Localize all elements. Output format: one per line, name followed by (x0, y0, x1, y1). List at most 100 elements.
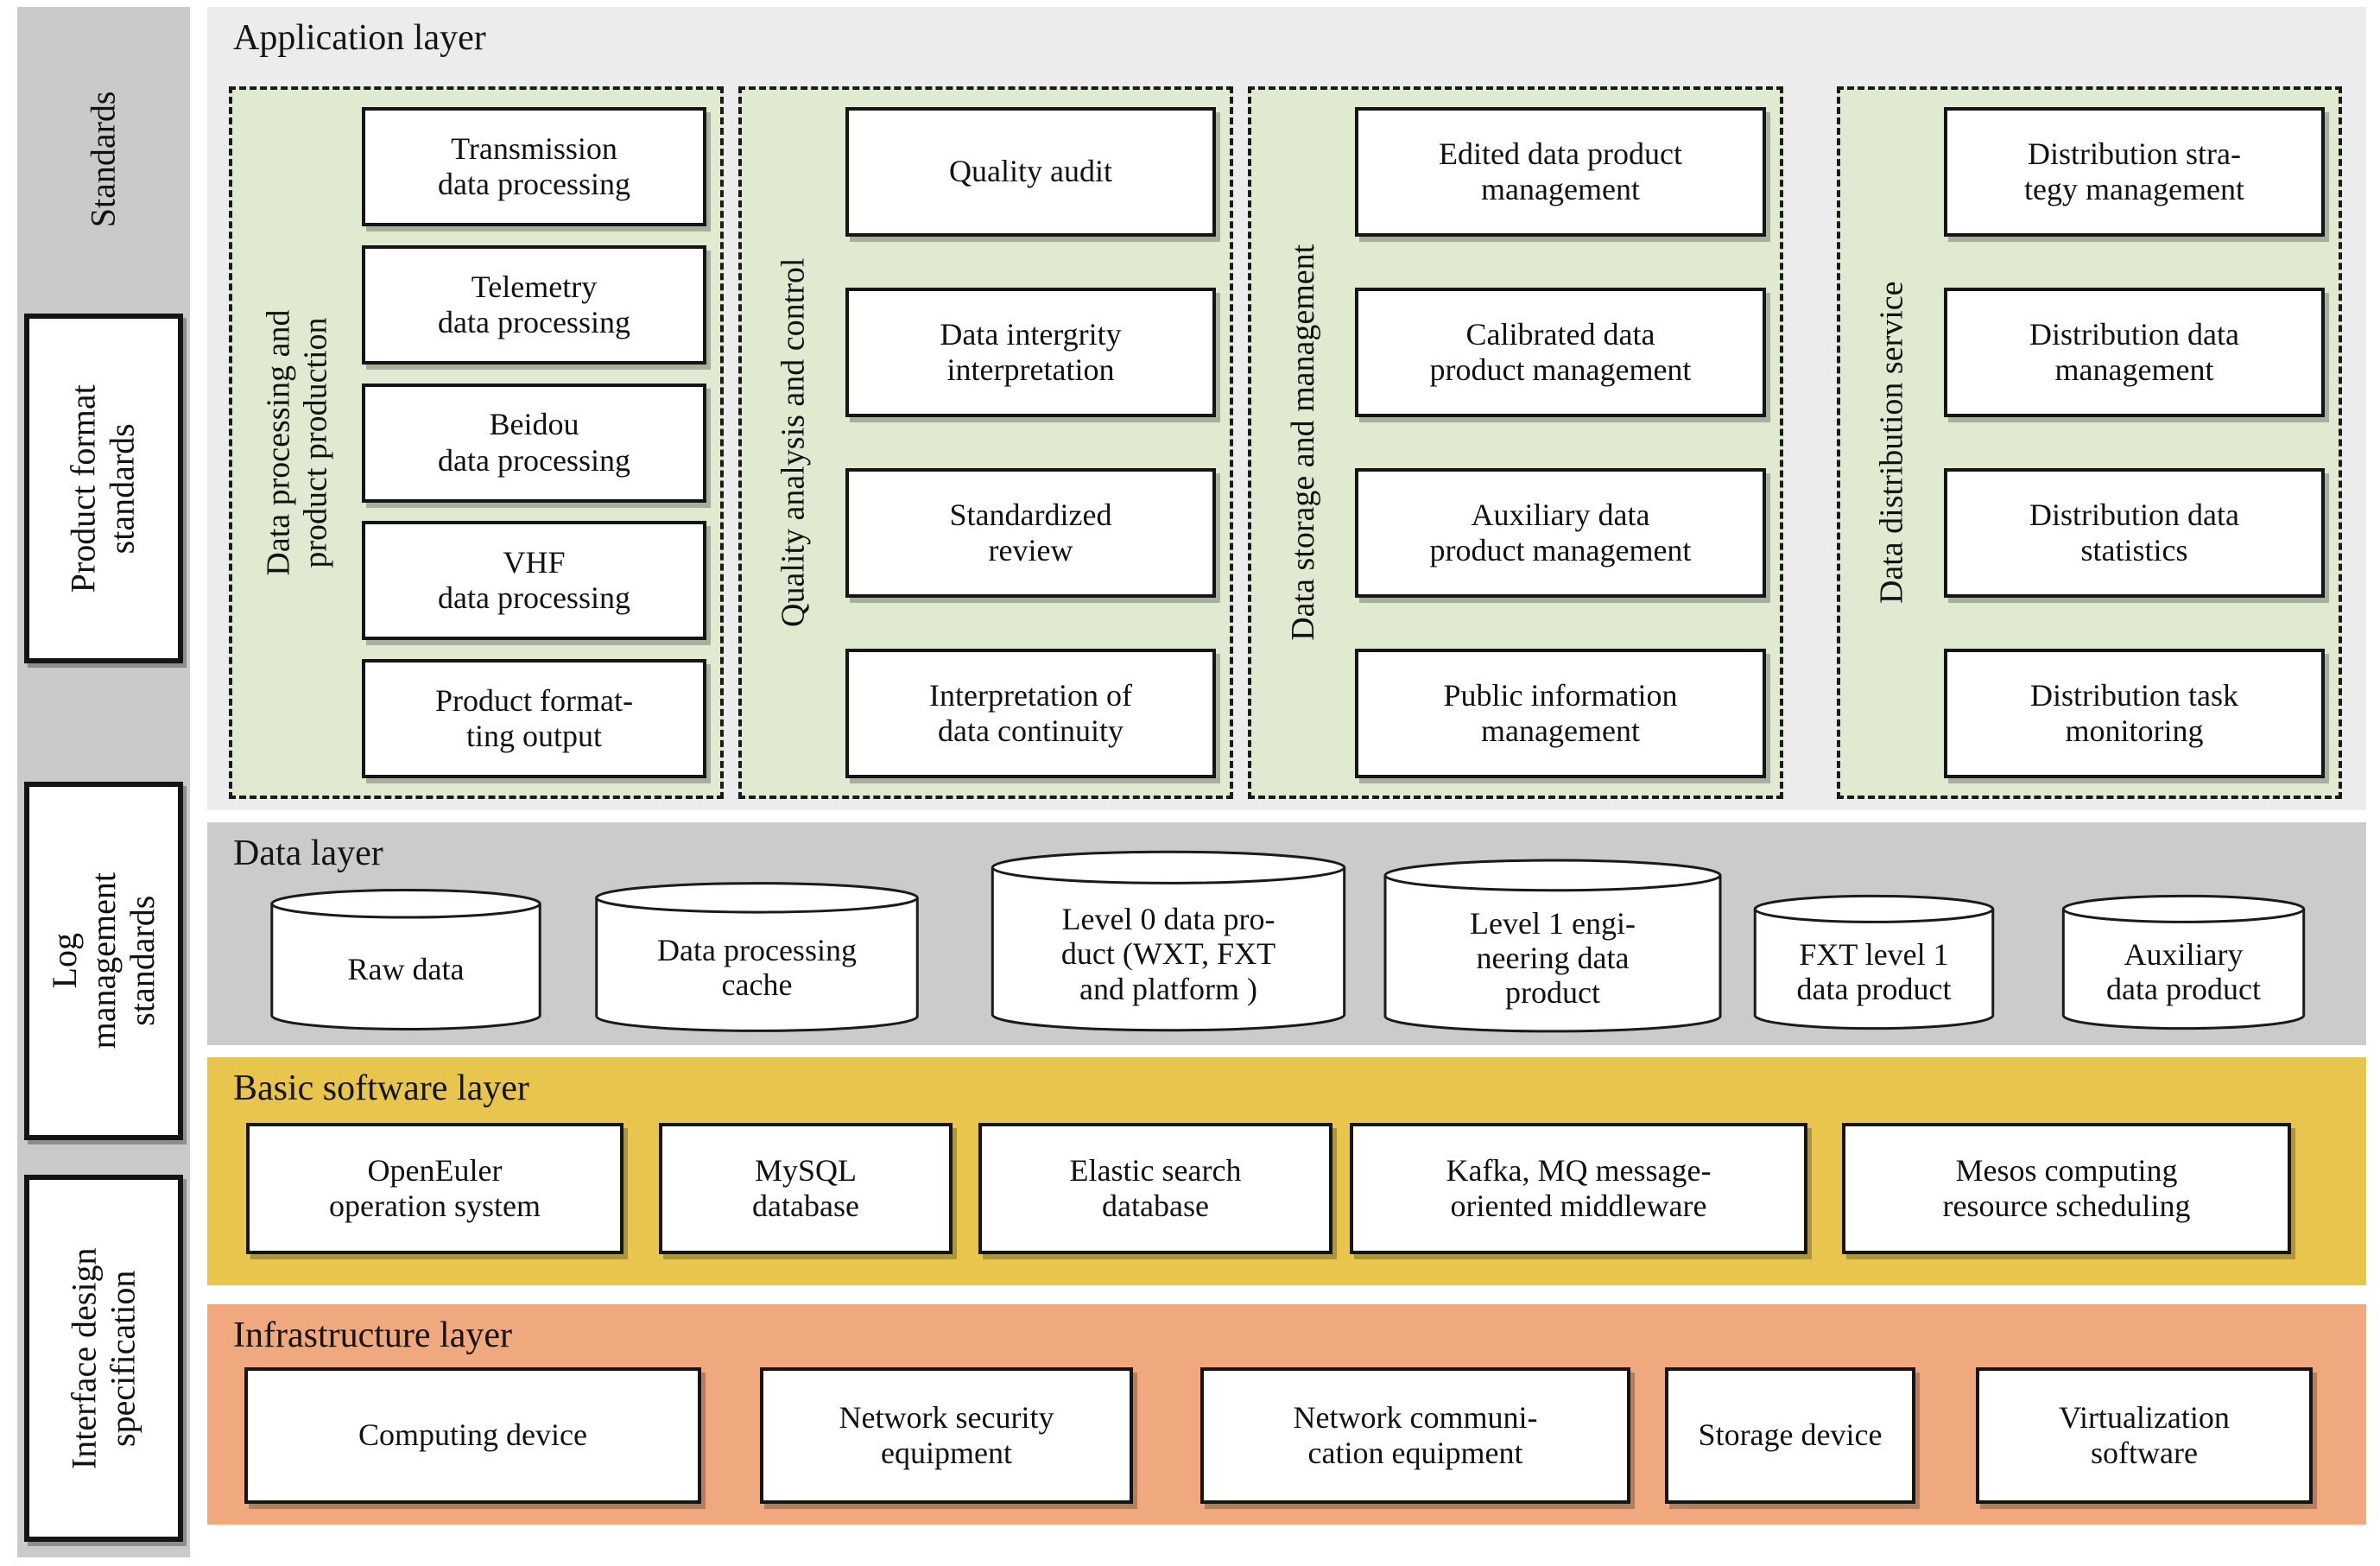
box-auxiliary-data-product-management: Auxiliary data product management (1355, 468, 1766, 598)
box-label: Interpretation of data continuity (929, 677, 1132, 748)
database-cylinder-icon (1380, 858, 1725, 1034)
group-label-area: Quality analysis and control (742, 90, 845, 796)
box-label: VHF data processing (438, 545, 630, 616)
application-layer: Application layer Data processing and pr… (207, 7, 2366, 810)
box-storage-device: Storage device (1665, 1367, 1915, 1504)
sidebar-box-log-management-standards: Log management standards (24, 782, 183, 1140)
box-label: Storage device (1698, 1417, 1883, 1453)
group-label: Data storage and management (1284, 244, 1321, 641)
box-kafka-mq-middleware: Kafka, MQ message- oriented middleware (1350, 1123, 1807, 1254)
box-mysql-database: MySQL database (659, 1123, 953, 1254)
cylinder-label: Level 0 data pro- duct (WXT, FXT and pla… (1060, 901, 1276, 1006)
box-label: Elastic search database (1069, 1152, 1242, 1223)
box-label: Auxiliary data product management (1429, 497, 1692, 567)
box-openeuler-operation-system: OpenEuler operation system (246, 1123, 623, 1254)
database-cylinder-icon (2060, 894, 2307, 1030)
cylinder-auxiliary-data-product: Auxiliary data product (2060, 894, 2307, 1030)
box-label: Calibrated data product management (1429, 316, 1692, 387)
group-data-storage-and-management: Data storage and management Edited data … (1248, 86, 1783, 799)
sidebar-box-interface-design-specification: Interface design specification (24, 1175, 183, 1542)
box-distribution-strategy-management: Distribution stra- tegy management (1944, 107, 2325, 237)
box-label: Data intergrity interpretation (940, 316, 1122, 387)
sidebar-title: Standards (83, 91, 123, 227)
data-layer-title: Data layer (233, 834, 383, 873)
box-computing-device: Computing device (244, 1367, 701, 1504)
box-label: MySQL database (752, 1152, 859, 1223)
box-label: Network communi- cation equipment (1293, 1399, 1538, 1470)
basic-software-layer: Basic software layer OpenEuler operation… (207, 1057, 2366, 1285)
box-calibrated-data-product-management: Calibrated data product management (1355, 288, 1766, 417)
group-quality-analysis-and-control: Quality analysis and control Quality aud… (738, 86, 1233, 799)
group-label-area: Data storage and management (1251, 90, 1355, 796)
group-data-distribution-service: Data distribution service Distribution s… (1837, 86, 2342, 799)
cylinder-level0-data-product: Level 0 data pro- duct (WXT, FXT and pla… (987, 849, 1350, 1033)
box-label: Edited data product management (1439, 136, 1682, 206)
group-label: Quality analysis and control (775, 257, 812, 628)
group-label: Data processing and product production (260, 309, 333, 576)
box-label: OpenEuler operation system (329, 1152, 541, 1223)
box-distribution-data-statistics: Distribution data statistics (1944, 468, 2325, 598)
database-cylinder-icon (987, 849, 1350, 1033)
box-quality-audit: Quality audit (845, 107, 1216, 237)
box-label: Computing device (358, 1417, 587, 1453)
box-label: Distribution task monitoring (2030, 677, 2238, 748)
standards-sidebar: Standards Product format standards Log m… (17, 7, 190, 1557)
box-network-security-equipment: Network security equipment (760, 1367, 1133, 1504)
group-label-area: Data distribution service (1840, 90, 1944, 796)
cylinder-label: Data processing cache (657, 933, 857, 1003)
box-label: Product format- ting output (435, 682, 633, 753)
box-label: Network security equipment (839, 1399, 1054, 1470)
box-label: Virtualization software (2059, 1399, 2230, 1470)
box-edited-data-product-management: Edited data product management (1355, 107, 1766, 237)
database-cylinder-icon (592, 881, 922, 1033)
box-network-communication-equipment: Network communi- cation equipment (1200, 1367, 1630, 1504)
sidebar-box-product-format-standards: Product format standards (24, 314, 183, 663)
box-vhf-data-processing: VHF data processing (362, 521, 706, 641)
cylinder-raw-data: Raw data (268, 888, 544, 1031)
sidebar-title-area: Standards (17, 7, 190, 311)
box-label: Beidou data processing (438, 407, 630, 478)
box-distribution-data-management: Distribution data management (1944, 288, 2325, 417)
box-virtualization-software: Virtualization software (1976, 1367, 2313, 1504)
sidebar-box-label: Interface design specification (64, 1247, 142, 1469)
box-product-formatting-output: Product format- ting output (362, 659, 706, 778)
database-cylinder-icon (268, 888, 544, 1031)
box-label: Standardized review (949, 497, 1112, 567)
infrastructure-layer-title: Infrastructure layer (233, 1316, 512, 1355)
box-label: Public information management (1443, 677, 1678, 748)
infrastructure-layer: Infrastructure layer Computing device Ne… (207, 1304, 2366, 1525)
box-label: Distribution data statistics (2029, 497, 2239, 567)
database-cylinder-icon (1751, 894, 1997, 1030)
group-label-area: Data processing and product production (232, 90, 362, 796)
group-box-column: Distribution stra- tegy management Distr… (1944, 107, 2325, 778)
box-telemetry-data-processing: Telemetry data processing (362, 244, 706, 365)
box-data-integrity-interpretation: Data intergrity interpretation (845, 288, 1216, 417)
sidebar-box-label: Log management standards (44, 872, 161, 1049)
cylinder-data-processing-cache: Data processing cache (592, 881, 922, 1033)
box-label: Distribution stra- tegy management (2024, 136, 2244, 206)
cylinder-level1-engineering-data-product: Level 1 engi- neering data product (1380, 858, 1725, 1034)
box-standardized-review: Standardized review (845, 468, 1216, 598)
cylinder-fxt-level1-data-product: FXT level 1 data product (1751, 894, 1997, 1030)
group-data-processing-and-product-production: Data processing and product production T… (229, 86, 724, 799)
box-public-information-management: Public information management (1355, 649, 1766, 778)
basic-software-layer-title: Basic software layer (233, 1068, 529, 1108)
box-label: Distribution data management (2029, 316, 2239, 387)
box-interpretation-of-data-continuity: Interpretation of data continuity (845, 649, 1216, 778)
group-box-column: Transmission data processing Telemetry d… (362, 107, 706, 778)
box-label: Quality audit (949, 154, 1112, 189)
box-elastic-search-database: Elastic search database (978, 1123, 1332, 1254)
group-box-column: Quality audit Data intergrity interpreta… (845, 107, 1216, 778)
group-box-column: Edited data product management Calibrate… (1355, 107, 1766, 778)
box-transmission-data-processing: Transmission data processing (362, 107, 706, 226)
cylinder-label: Auxiliary data product (2106, 936, 2261, 1007)
box-label: Telemetry data processing (438, 269, 630, 339)
box-label: Transmission data processing (438, 130, 630, 201)
group-label: Data distribution service (1873, 281, 1910, 605)
cylinder-label: Raw data (347, 952, 465, 987)
box-label: Kafka, MQ message- oriented middleware (1446, 1152, 1712, 1223)
application-layer-title: Application layer (233, 18, 486, 58)
cylinder-label: FXT level 1 data product (1796, 936, 1952, 1007)
data-layer: Data layer Raw data Data processing cach… (207, 822, 2366, 1045)
